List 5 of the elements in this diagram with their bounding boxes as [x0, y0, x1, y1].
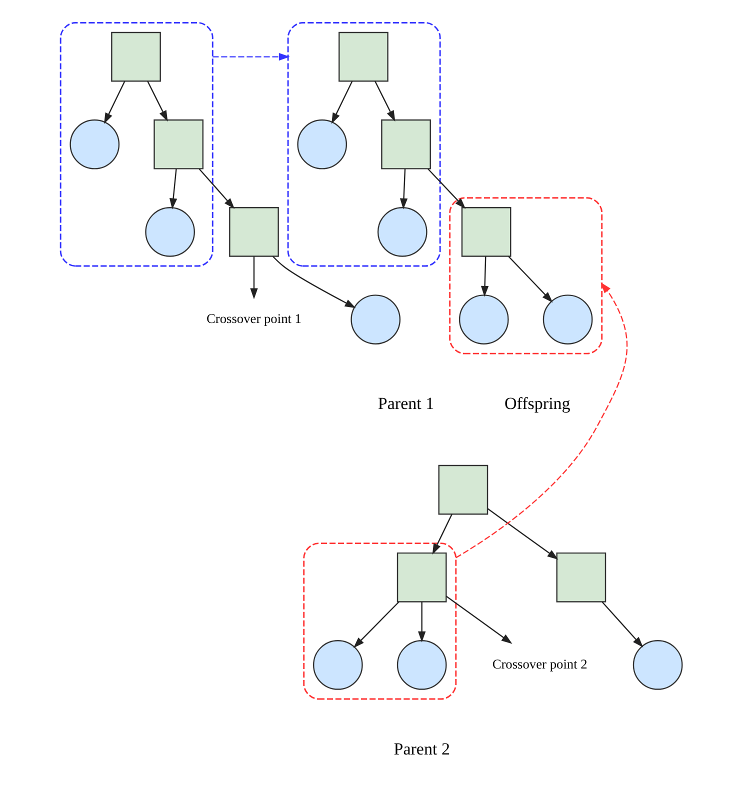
label: Parent 1 — [378, 394, 434, 414]
label: Parent 2 — [394, 740, 450, 759]
node-text: Crossover point 2 — [492, 656, 588, 672]
label: Offspring — [504, 394, 570, 414]
node-text: Crossover point 1 — [206, 310, 302, 326]
